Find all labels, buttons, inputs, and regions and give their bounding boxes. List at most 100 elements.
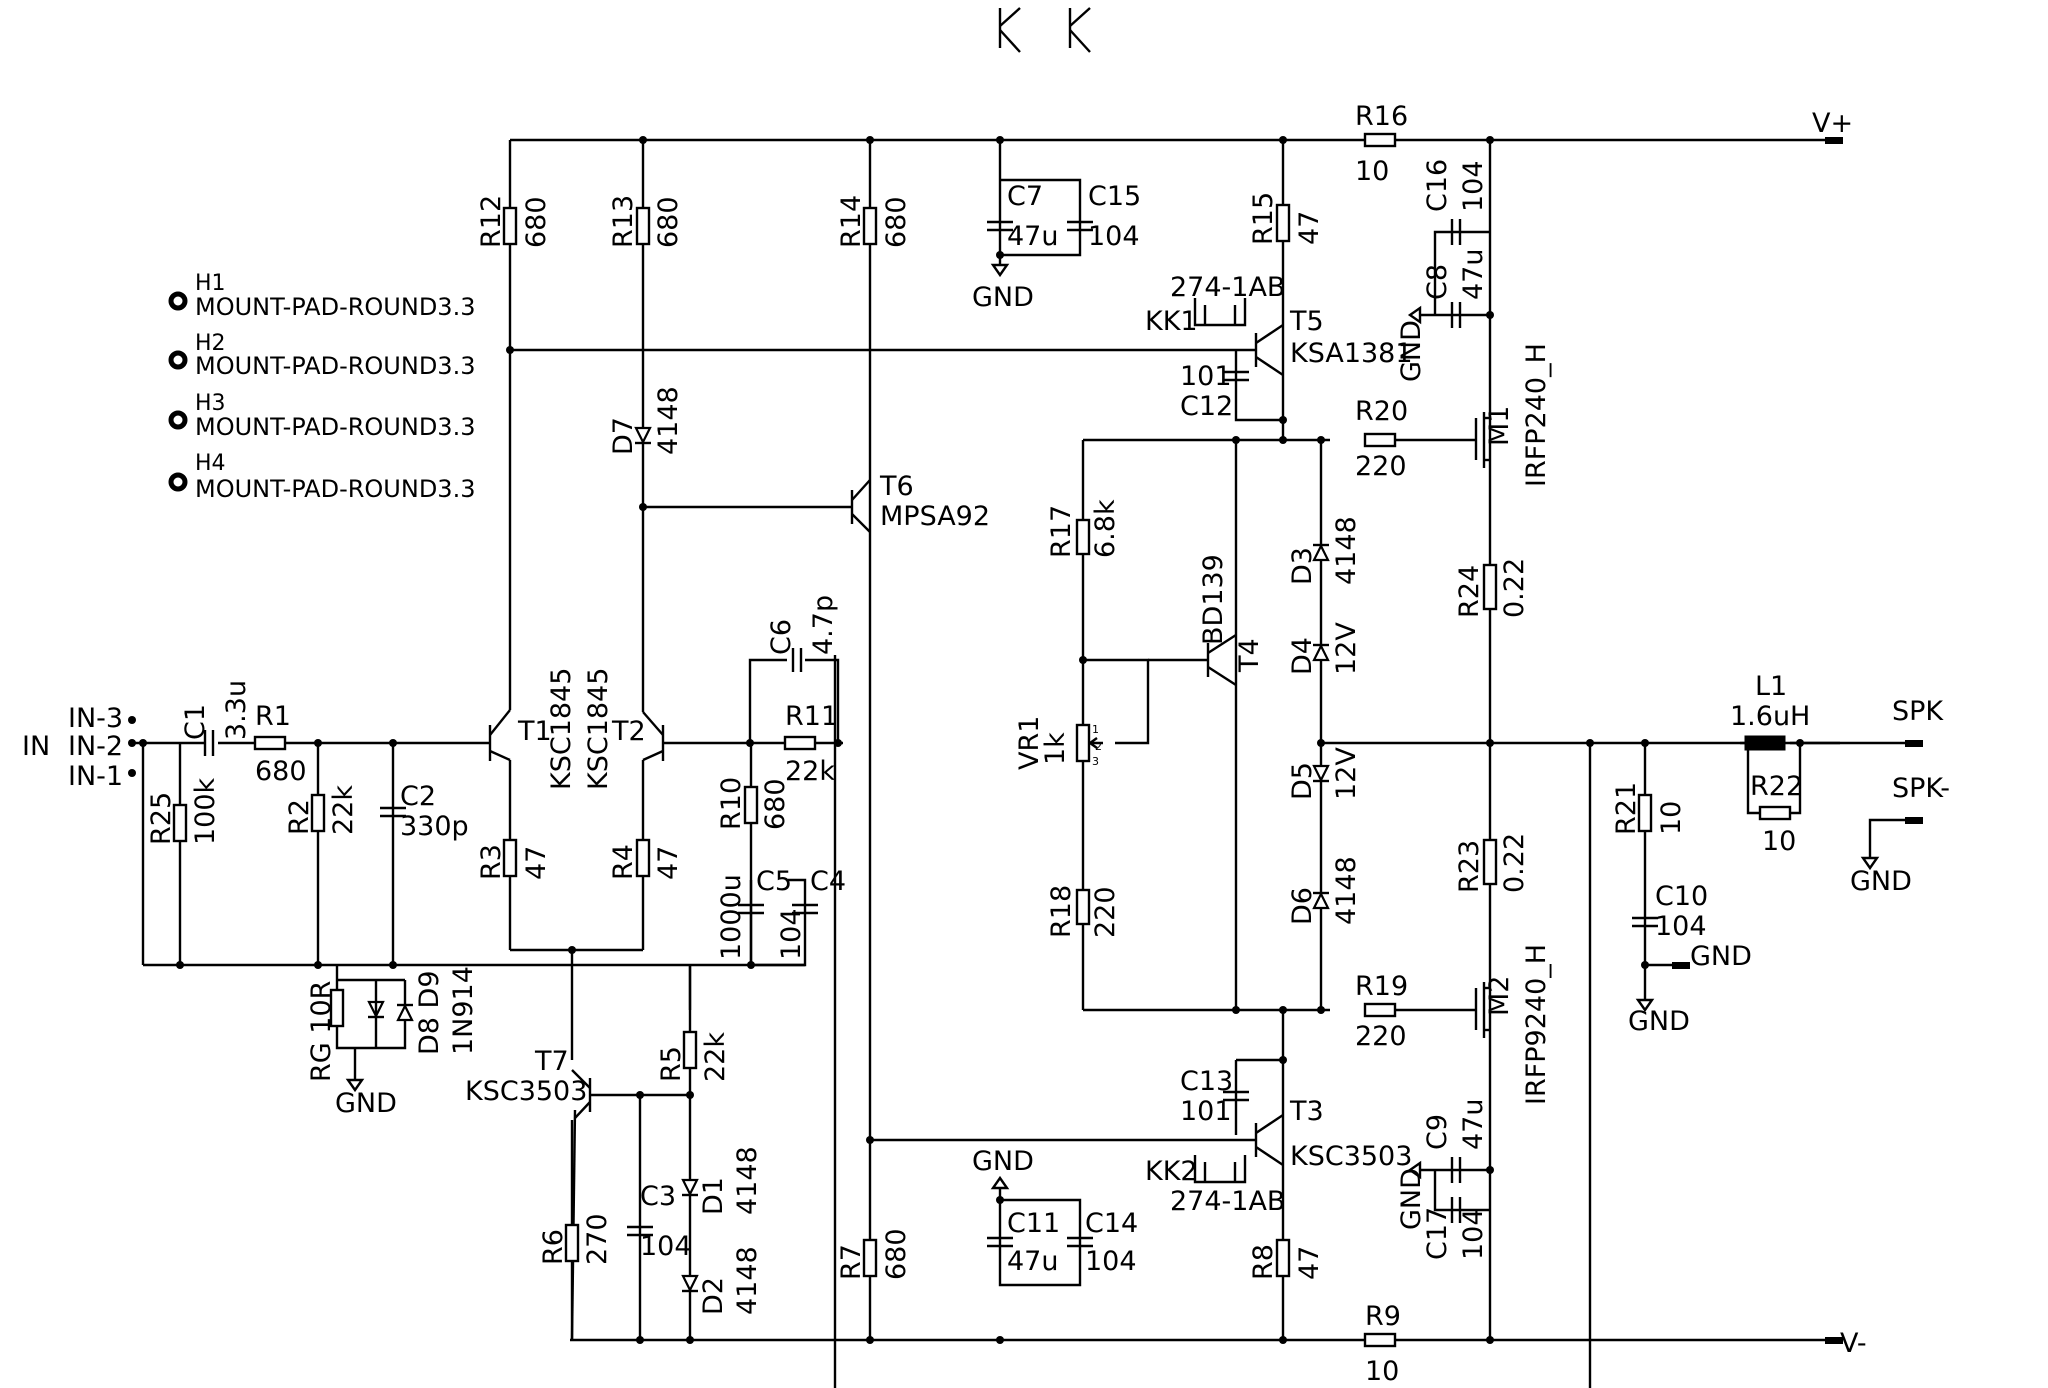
kk1-val: 274-1AB	[1170, 272, 1285, 303]
t4-ref: T4	[1234, 638, 1265, 673]
c8-val: 47u	[1458, 249, 1489, 300]
junctions	[139, 136, 1804, 1344]
net-in: IN	[22, 731, 50, 762]
resistor-r3	[502, 838, 518, 878]
c14-val: 104	[1085, 1246, 1137, 1277]
r14-ref: R14	[836, 195, 867, 248]
diode-d9	[396, 1003, 414, 1022]
c5-val: 1000u	[716, 874, 747, 960]
r19-ref: R19	[1355, 971, 1408, 1002]
d3-ref: D3	[1287, 547, 1318, 585]
c2-val: 330p	[400, 811, 469, 842]
r7-val: 680	[881, 1228, 912, 1280]
r17-ref: R17	[1046, 505, 1077, 558]
r1-ref: R1	[255, 701, 291, 732]
m1-ref: M1	[1484, 406, 1515, 446]
r10-val: 680	[760, 778, 791, 830]
resistor-r6	[564, 1223, 580, 1263]
m2-val: IRFP9240_H	[1521, 944, 1552, 1105]
r20-val: 220	[1355, 451, 1407, 482]
c13-val: 101	[1180, 1096, 1232, 1127]
net-gnd-c8: GND	[1396, 320, 1427, 382]
t2-val: KSC1845	[583, 668, 614, 790]
c9-ref: C9	[1422, 1114, 1453, 1150]
resistor-r19	[1363, 1002, 1397, 1018]
l1-val: 1.6uH	[1730, 701, 1810, 732]
resistor-r11	[783, 735, 817, 751]
r12-val: 680	[521, 196, 552, 248]
r24-val: 0.22	[1499, 558, 1530, 618]
d7-val: 4148	[653, 386, 684, 455]
d4-val: 12V	[1331, 622, 1362, 675]
mount-pad-h4	[168, 472, 188, 492]
t3-ref: T3	[1289, 1096, 1324, 1127]
d6-ref: D6	[1287, 887, 1318, 925]
h4-val: MOUNT-PAD-ROUND3.3	[195, 475, 475, 503]
m2-ref: M2	[1484, 976, 1515, 1016]
d1-val: 4148	[732, 1146, 763, 1215]
r16-ref: R16	[1355, 101, 1408, 132]
resistor-r24	[1482, 563, 1498, 611]
r22-ref: R22	[1750, 771, 1803, 802]
resistor-r23	[1482, 838, 1498, 886]
diode-d4	[1312, 643, 1330, 662]
resistor-r5	[682, 1030, 698, 1070]
r4-ref: R4	[608, 844, 639, 880]
net-gnd-c11: GND	[972, 1146, 1034, 1177]
c1-val: 3.3u	[221, 680, 252, 740]
c8-ref: C8	[1422, 264, 1453, 300]
net-in-2: IN-2	[68, 731, 123, 762]
net-gnd-spk: GND	[1850, 866, 1912, 897]
mount-pad-h3	[168, 410, 188, 430]
c14-ref: C14	[1085, 1208, 1138, 1239]
labels: V+ V- SPK SPK- GND GND GND GND GND GND I…	[22, 101, 1950, 1387]
port-in-2	[128, 739, 136, 747]
c13-ref: C13	[1180, 1066, 1233, 1097]
c7-val: 47u	[1007, 221, 1058, 252]
vr1-pin-2: 2	[1095, 740, 1102, 753]
h1-ref: H1	[195, 271, 226, 296]
kk2-ref: KK2	[1145, 1156, 1198, 1187]
r18-ref: R18	[1046, 885, 1077, 938]
vr1-pin-3: 3	[1092, 755, 1099, 768]
c15-val: 104	[1088, 221, 1140, 252]
r14-val: 680	[881, 196, 912, 248]
d4-ref: D4	[1287, 637, 1318, 675]
c11-ref: C11	[1007, 1208, 1060, 1239]
t6-val: MPSA92	[880, 501, 990, 532]
r18-val: 220	[1090, 886, 1121, 938]
t7-ref: T7	[534, 1046, 569, 1077]
r25-ref: R25	[146, 792, 177, 845]
diode-d1	[681, 1178, 699, 1197]
l1-ref: L1	[1755, 671, 1787, 702]
resistor-r14	[862, 206, 878, 246]
mount-pad-h2	[168, 350, 188, 370]
rg-ref-val: RG 10R	[306, 981, 337, 1082]
t1-ref: T1	[517, 716, 552, 747]
potentiometer-vr1	[1075, 723, 1091, 763]
d6-val: 4148	[1331, 856, 1362, 925]
c5-ref: C5	[756, 866, 792, 897]
resistor-rg	[329, 988, 345, 1028]
resistor-r20	[1363, 432, 1397, 448]
c7-ref: C7	[1007, 181, 1043, 212]
r2-val: 22k	[328, 785, 359, 835]
resistor-r17	[1075, 518, 1091, 556]
r19-val: 220	[1355, 1021, 1407, 1052]
h1-val: MOUNT-PAD-ROUND3.3	[195, 293, 475, 321]
r5-ref: R5	[656, 1046, 687, 1082]
h4-ref: H4	[195, 451, 226, 476]
r20-ref: R20	[1355, 396, 1408, 427]
c1-ref: C1	[180, 704, 211, 740]
net-gnd-rg: GND	[335, 1088, 397, 1119]
h2-ref: H2	[195, 331, 226, 356]
pot-wiper-arrow	[1087, 737, 1103, 749]
r2-ref: R2	[284, 799, 315, 835]
r24-ref: R24	[1454, 565, 1485, 618]
capacitors	[203, 219, 1658, 1248]
net-gnd-zobel: GND	[1628, 1006, 1690, 1037]
r1-val: 680	[255, 756, 307, 787]
port-in-1	[128, 769, 136, 777]
r5-val: 22k	[700, 1032, 731, 1082]
c16-ref: C16	[1422, 159, 1453, 212]
